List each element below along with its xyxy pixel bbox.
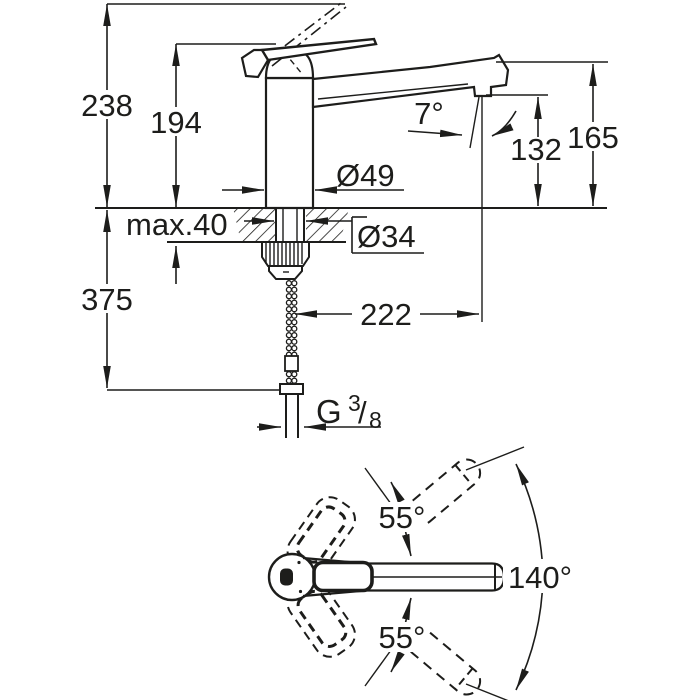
dim-spout-angle-label: 7°	[414, 96, 444, 131]
threaded-shank	[275, 208, 305, 242]
mounting-nut	[261, 241, 310, 280]
dim-counter-thickness-label: max.40	[126, 207, 228, 242]
faucet-side-body	[240, 2, 510, 210]
faucet-top-body	[267, 552, 506, 602]
dim-swivel-total: 140°	[503, 463, 575, 691]
swivel-extension-lower	[465, 683, 509, 700]
thread-letter: G	[316, 393, 342, 430]
dim-swivel-lower-label: 55°	[379, 620, 426, 655]
side-view: 238 194 max.40 375 Ø49	[80, 2, 622, 438]
thread-denominator: 8	[369, 407, 382, 433]
dim-below-counter: 375	[80, 210, 281, 391]
spout-ghost-upper	[406, 458, 482, 526]
lever-blade	[259, 37, 378, 62]
braided-hose	[284, 280, 299, 384]
dim-total-height-label: 238	[81, 88, 133, 123]
body-dot-lower	[298, 589, 303, 594]
dim-swivel-lower: 55°	[377, 597, 427, 673]
body-dot-upper	[297, 560, 301, 565]
spout-detail-line	[317, 83, 469, 100]
dim-outlet-height-label: 132	[510, 132, 562, 167]
dim-spout-height: 165	[496, 61, 622, 206]
dim-body-diameter-label: Ø49	[336, 158, 395, 193]
thread-numerator: 3	[348, 390, 361, 416]
lever-raised-ghost	[264, 2, 347, 67]
dim-swivel-total-label: 140°	[508, 560, 572, 595]
spout-ghost-lower	[406, 628, 482, 696]
countertop-section	[95, 207, 607, 243]
faucet-column	[264, 76, 315, 210]
dim-spout-reach-label: 222	[360, 297, 412, 332]
countertop-hatch-left	[233, 208, 276, 242]
lever-top	[312, 560, 374, 593]
dim-swivel-upper-label: 55°	[379, 500, 426, 535]
dim-below-counter-label: 375	[81, 282, 133, 317]
dim-shank-diameter: Ø34	[244, 216, 424, 254]
dim-body-height-label: 194	[150, 105, 202, 140]
dim-spout-angle: 7°	[407, 96, 517, 149]
connection-pipe	[285, 394, 299, 438]
dim-counter-thickness: max.40	[126, 207, 228, 284]
thread-slash: /	[358, 395, 367, 430]
under-counter-assembly	[261, 208, 310, 438]
countertop-hatch-right	[306, 208, 349, 242]
dim-spout-reach: 222	[295, 297, 479, 332]
dim-spout-height-label: 165	[567, 120, 619, 155]
dim-total-height: 238	[80, 3, 345, 207]
dim-connection-thread: G 3 / 8	[257, 390, 382, 433]
dim-swivel-upper: 55°	[377, 481, 427, 557]
dim-shank-diameter-label: Ø34	[357, 219, 416, 254]
dim-body-diameter: Ø49	[222, 158, 404, 194]
swivel-extension-upper	[465, 446, 525, 471]
connector-nut	[279, 383, 304, 395]
stream-angle-line	[469, 96, 480, 149]
dim-body-height: 194	[149, 43, 276, 207]
body-slot	[280, 568, 293, 586]
top-view: 55° 55° 140°	[267, 446, 575, 700]
dim-outlet-height: 132	[486, 94, 565, 206]
